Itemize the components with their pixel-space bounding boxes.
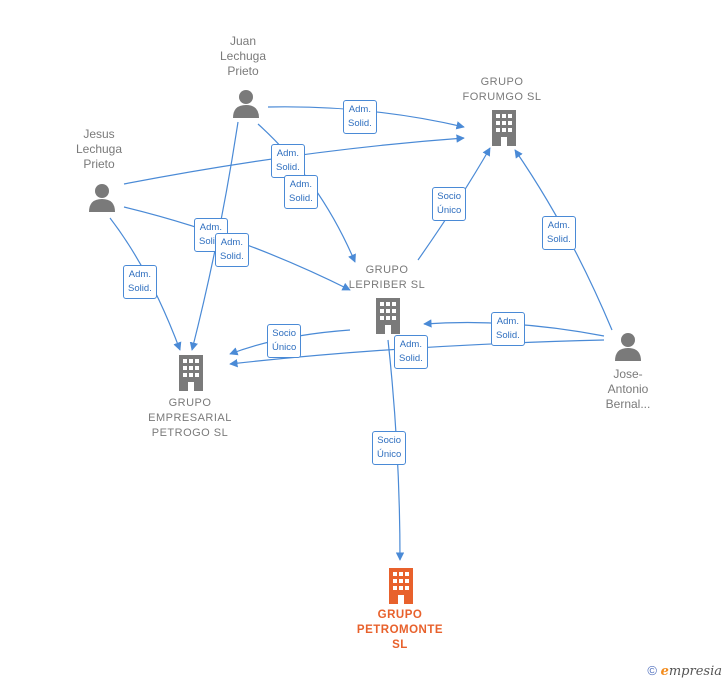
brand-logo-text: mpresia [668,664,722,679]
edge-label-juan-lepriber[interactable]: Adm. Solid. [284,175,318,209]
edge-label-juan-forumgo[interactable]: Adm. Solid. [343,100,377,134]
person-icon[interactable] [613,331,643,361]
person-icon[interactable] [87,182,117,212]
building-icon[interactable] [489,110,519,146]
edge-label-jesus-lepriber[interactable]: Adm. Solid. [215,233,249,267]
edge-label-lepriber-forumgo[interactable]: Socio Único [432,187,467,221]
node-label-jose: Jose- Antonio Bernal... [605,367,651,411]
edge-label-lepriber-petromonte[interactable]: Socio Único [372,431,407,465]
edge-label-jesus-petrogo[interactable]: Adm. Solid. [123,265,157,299]
edge-label-lepriber-petrogo[interactable]: Socio Único [267,324,302,358]
node-label-juan: Juan Lechuga Prieto [219,34,267,78]
building-icon[interactable] [176,355,206,391]
copyright-symbol: © [647,663,657,678]
footer-branding: © empresia [647,663,722,679]
edge-label-jesus-forumgo[interactable]: Adm. Solid. [271,144,305,178]
person-icon[interactable] [231,88,261,118]
node-label-jesus: Jesus Lechuga Prieto [75,127,123,171]
edge-label-jose-forumgo[interactable]: Adm. Solid. [542,216,576,250]
building-icon[interactable] [373,298,403,334]
building-icon[interactable] [386,568,416,604]
edge-label-jose-lepriber[interactable]: Adm. Solid. [491,312,525,346]
brand-logo[interactable]: empresia [661,664,722,679]
node-label-petromonte: GRUPO PETROMONTE SL [356,609,444,651]
node-label-lepriber: GRUPO LEPRIBER SL [348,264,426,291]
brand-logo-e: e [660,664,669,679]
node-label-petrogo: GRUPO EMPRESARIAL PETROGO SL [148,397,232,439]
node-label-forumgo: GRUPO FORUMGO SL [462,76,542,103]
edge-label-jose-petrogo[interactable]: Adm. Solid. [394,335,428,369]
